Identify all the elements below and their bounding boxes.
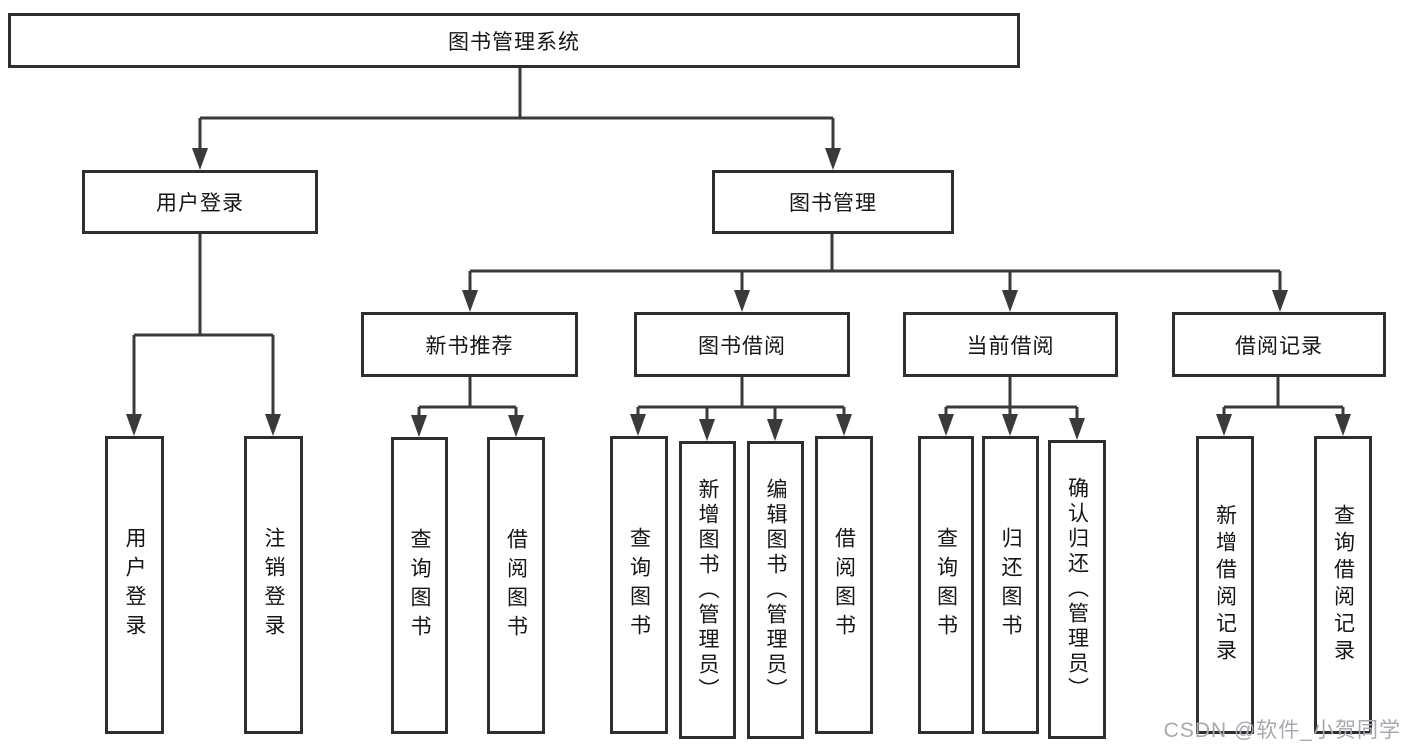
node-book-management: 图书管理 <box>712 170 954 234</box>
leaf-recommend-borrow-books: 借阅图书 <box>487 437 545 734</box>
node-root: 图书管理系统 <box>8 13 1020 68</box>
leaf-logout-label: 注销登录 <box>262 527 285 643</box>
leaf-recommend-query-books-label: 查询图书 <box>408 527 431 644</box>
node-new-book-recommend-label: 新书推荐 <box>425 334 514 358</box>
node-borrow-records-label: 借阅记录 <box>1235 334 1323 358</box>
leaf-add-book-admin: 新增图书（管理员） <box>679 441 736 739</box>
leaf-confirm-return-admin-label: 确认归还（管理员） <box>1065 477 1089 702</box>
leaf-user-login: 用户登录 <box>105 436 164 734</box>
leaf-current-query-books: 查询图书 <box>918 436 974 734</box>
node-book-borrow: 图书借阅 <box>634 312 850 377</box>
node-book-management-label: 图书管理 <box>789 192 877 215</box>
node-user-login: 用户登录 <box>82 170 318 234</box>
leaf-edit-book-admin-label: 编辑图书（管理员） <box>764 477 787 703</box>
leaf-recommend-borrow-books-label: 借阅图书 <box>504 527 528 644</box>
csdn-watermark: CSDN @软件_小贺同学 <box>1163 719 1401 742</box>
node-current-borrow-label: 当前借阅 <box>966 334 1055 358</box>
leaf-user-login-label: 用户登录 <box>123 527 146 643</box>
leaf-add-book-admin-label: 新增图书（管理员） <box>696 477 719 703</box>
leaf-logout: 注销登录 <box>244 436 303 734</box>
node-book-borrow-label: 图书借阅 <box>698 334 786 358</box>
leaf-current-query-books-label: 查询图书 <box>934 527 958 643</box>
node-new-book-recommend: 新书推荐 <box>361 312 578 377</box>
leaf-query-borrow-record-label: 查询借阅记录 <box>1331 504 1355 666</box>
node-user-login-label: 用户登录 <box>156 192 244 215</box>
leaf-recommend-query-books: 查询图书 <box>391 437 448 734</box>
leaf-return-books: 归还图书 <box>982 436 1039 734</box>
leaf-confirm-return-admin: 确认归还（管理员） <box>1048 440 1106 739</box>
node-borrow-records: 借阅记录 <box>1172 312 1386 377</box>
leaf-borrow-books-label: 借阅图书 <box>832 527 856 643</box>
leaf-edit-book-admin: 编辑图书（管理员） <box>747 441 804 739</box>
leaf-add-borrow-record: 新增借阅记录 <box>1196 436 1254 734</box>
leaf-borrow-books: 借阅图书 <box>815 436 873 734</box>
node-root-label: 图书管理系统 <box>448 30 580 54</box>
leaf-query-borrow-record: 查询借阅记录 <box>1314 436 1372 734</box>
leaf-borrow-query-books: 查询图书 <box>610 436 668 734</box>
leaf-add-borrow-record-label: 新增借阅记录 <box>1213 504 1237 666</box>
leaf-borrow-query-books-label: 查询图书 <box>627 527 651 643</box>
node-current-borrow: 当前借阅 <box>903 312 1118 377</box>
leaf-return-books-label: 归还图书 <box>999 527 1022 643</box>
